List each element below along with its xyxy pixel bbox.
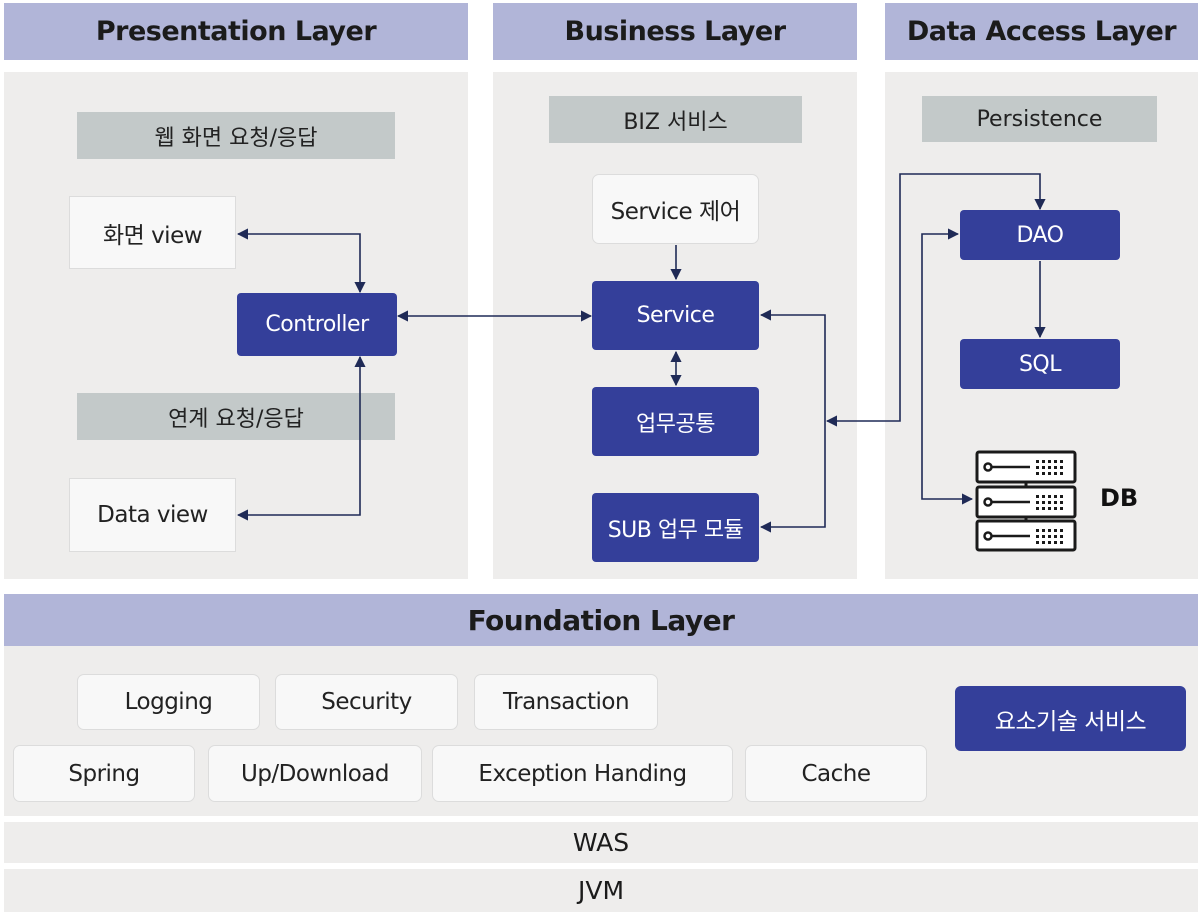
was-bar: WAS: [4, 822, 1198, 863]
biz-service-label: BIZ 서비스: [549, 96, 802, 143]
data-access-layer-header: Data Access Layer: [885, 3, 1198, 60]
common-business-box: 업무공통: [592, 387, 759, 456]
jvm-bar: JVM: [4, 869, 1198, 912]
security-box: Security: [275, 674, 458, 730]
up-download-box: Up/Download: [208, 745, 422, 802]
db-label: DB: [1100, 484, 1139, 512]
arrow-dao-db: [921, 228, 974, 505]
arrow-business-dao: [825, 173, 1046, 427]
presentation-layer-header: Presentation Layer: [4, 3, 468, 60]
arrow-service-sub: [759, 309, 826, 533]
server-vent-dots: [1036, 460, 1063, 544]
arrow-dataview-controller: [236, 355, 366, 521]
element-service-box: 요소기술 서비스: [955, 686, 1186, 751]
controller-box: Controller: [237, 293, 397, 356]
screen-view-box: 화면 view: [69, 196, 236, 269]
spring-box: Spring: [13, 745, 195, 802]
business-layer-header: Business Layer: [493, 3, 857, 60]
logging-box: Logging: [77, 674, 260, 730]
foundation-layer-header: Foundation Layer: [4, 594, 1198, 646]
transaction-box: Transaction: [474, 674, 658, 730]
persistence-label: Persistence: [922, 96, 1157, 142]
data-view-box: Data view: [69, 478, 236, 552]
service-box: Service: [592, 281, 759, 350]
arrow-view-controller: [236, 228, 366, 294]
sub-module-box: SUB 업무 모듈: [592, 493, 759, 562]
cache-box: Cache: [745, 745, 927, 802]
service-control-box: Service 제어: [592, 174, 759, 244]
web-request-label: 웹 화면 요청/응답: [77, 112, 395, 159]
exception-handing-box: Exception Handing: [432, 745, 733, 802]
